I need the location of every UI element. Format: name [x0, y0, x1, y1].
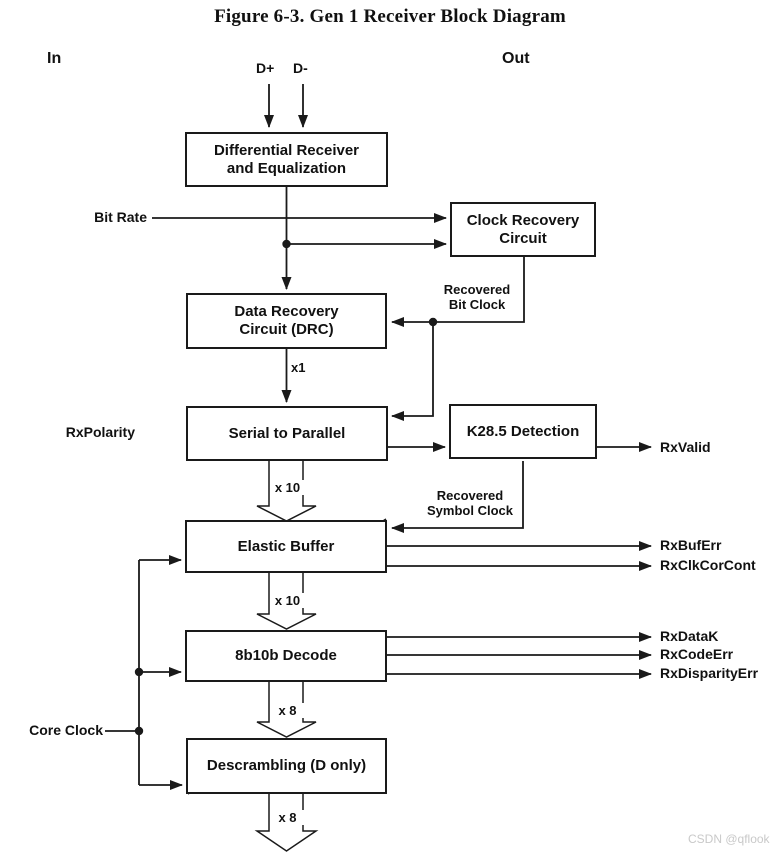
block-elastic-buffer: Elastic Buffer — [185, 520, 387, 573]
block-descrambling: Descrambling (D only) — [186, 738, 387, 794]
d-plus-label: D+ — [256, 60, 275, 76]
rxbuferr-label: RxBufErr — [660, 537, 722, 553]
junction-dot — [282, 239, 291, 249]
junction-dots — [134, 239, 438, 736]
recovered-symbol-clock-label: Recovered Symbol Clock — [427, 488, 513, 518]
block-elastic-buffer-label: Elastic Buffer — [237, 537, 335, 555]
out-label: Out — [502, 50, 530, 67]
recovered-symbol-clock-line — [391, 461, 524, 533]
block-descrambling-label: Descrambling (D only) — [206, 757, 367, 774]
block-data-recovery-circuit-label: Data Recovery Circuit (DRC) — [234, 303, 339, 338]
rxdatak-label: RxDataK — [660, 628, 719, 644]
x8-width-label: x 8 — [271, 703, 304, 718]
rxpolarity-label: RxPolarity — [65, 424, 135, 440]
block-k28-5-detection: K28.5 Detection — [449, 404, 597, 459]
figure-title: Figure 6-3. Gen 1 Receiver Block Diagram — [214, 6, 566, 27]
bit-clock-to-s2p-line — [391, 322, 434, 421]
block-clock-recovery-label: Clock Recovery Circuit — [466, 211, 580, 247]
x10-width-label: x 10 — [271, 593, 304, 608]
block-serial-to-parallel: Serial to Parallel — [186, 406, 388, 461]
in-label: In — [47, 50, 62, 67]
block-8b10b-decode-label: 8b10b Decode — [235, 647, 337, 664]
junction-dot — [134, 726, 144, 736]
block-differential-receiver: Differential Receiver and Equalization — [185, 132, 388, 187]
recovered-bit-clock-label: Recovered Bit Clock — [443, 282, 511, 312]
block-differential-receiver-label: Differential Receiver and Equalization — [213, 141, 360, 177]
x10-width-label: x 10 — [271, 480, 304, 495]
rxclkcorcont-label: RxClkCorCont — [660, 557, 756, 573]
block-8b10b-decode: 8b10b Decode — [185, 630, 387, 682]
junction-dot — [134, 667, 144, 677]
block-k28-5-detection-label: K28.5 Detection — [466, 422, 580, 440]
rxcodeerr-label: RxCodeErr — [660, 646, 734, 662]
d-minus-label: D- — [293, 60, 308, 76]
core-clock-label: Core Clock — [29, 722, 103, 738]
block-data-recovery-circuit: Data Recovery Circuit (DRC) — [186, 293, 387, 349]
block-serial-to-parallel-label: Serial to Parallel — [228, 424, 346, 442]
rxvalid-label: RxValid — [660, 439, 711, 455]
csdn-watermark: CSDN @qflook — [688, 832, 770, 846]
junction-dot — [428, 317, 438, 327]
bit-rate-label: Bit Rate — [94, 209, 147, 225]
x8-width-label: x 8 — [271, 810, 304, 825]
block-clock-recovery: Clock Recovery Circuit — [450, 202, 596, 257]
x1-width-label: x1 — [291, 360, 306, 375]
rxdisparityerr-label: RxDisparityErr — [660, 665, 759, 681]
